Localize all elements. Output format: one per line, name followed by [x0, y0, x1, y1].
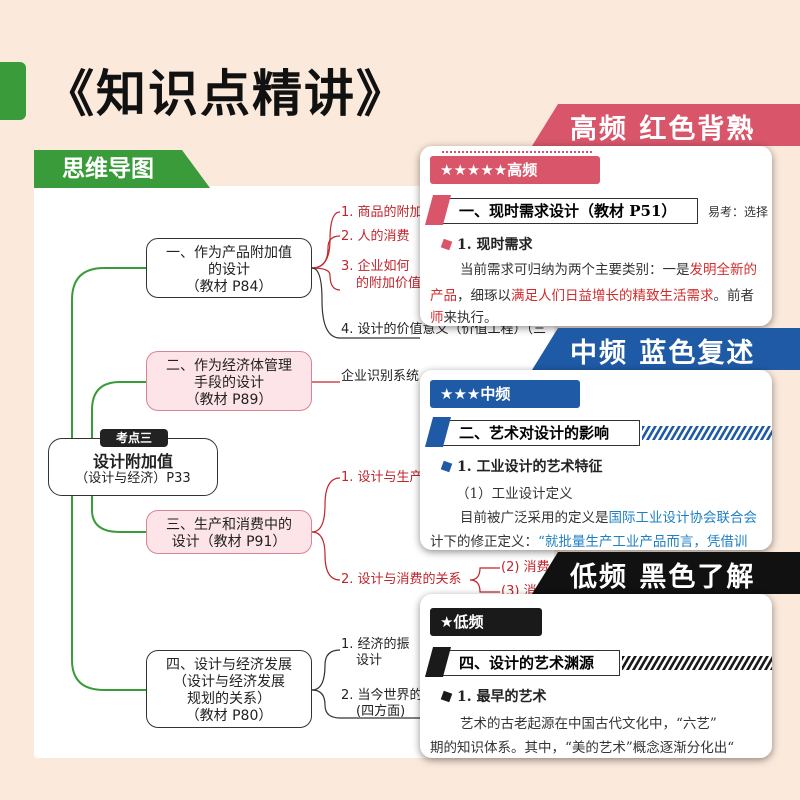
highlight: 满足人们日益增长的精致生活需求: [511, 288, 714, 304]
center-title: 设计附加值: [92, 452, 173, 471]
freq-tag-high: ★★★★★高频: [430, 156, 600, 184]
text: ，细琢以: [457, 288, 511, 304]
highlight: 师: [430, 310, 444, 326]
section-text: 四、设计的艺术渊源: [459, 654, 595, 672]
card-high: ★★★★★高频 一、现时需求设计（教材 P51） 易考：选择 1. 现时需求 当…: [420, 146, 772, 326]
leaf: 2. 设计与消费的关系: [341, 572, 462, 587]
leaf: 1. 设计与生产: [341, 470, 423, 485]
card-low: ★低频 四、设计的艺术渊源 1. 最早的艺术 艺术的古老起源在中国古代文化中，“…: [420, 594, 772, 758]
branch-2-line: 二、作为经济体管理: [166, 358, 292, 374]
section-heading-medium: 二、艺术对设计的影响: [424, 417, 640, 447]
ribbon-high-label: 高频 红色背熟: [570, 114, 756, 145]
section-marker: [424, 647, 452, 677]
subheading-medium: 1. 工业设计的艺术特征: [440, 456, 603, 476]
text: 来执行。: [443, 310, 498, 326]
subheading-text: 1. 现时需求: [457, 237, 533, 253]
para-line: 师来执行。: [430, 306, 498, 326]
subheading-low: 1. 最早的艺术: [440, 686, 547, 706]
exam-hint: 易考：选择: [708, 205, 769, 219]
leaf: 的附加价值: [356, 276, 422, 291]
para-line: （1）工业设计定义: [456, 486, 573, 502]
branch-1-line: （教材 P84）: [185, 279, 273, 295]
highlight: 发明全新的: [689, 262, 758, 278]
para-line: 目前被广泛采用的定义是国际工业设计协会联合会: [460, 506, 757, 526]
text: 当前需求可归纳为两个主要类别：一是: [460, 262, 690, 278]
ribbon-low-label: 低频 黑色了解: [570, 562, 756, 593]
mindmap-connectors: [71, 211, 500, 719]
page-title: 《知识点精讲》: [44, 65, 408, 123]
ribbon-medium-shape: [532, 328, 800, 370]
para-line: 当前需求可归纳为两个主要类别：一是发明全新的: [460, 258, 757, 278]
highlight: 产品: [430, 288, 457, 304]
highlight: 国际工业设计协会联合会: [608, 510, 758, 526]
bullet-icon: [440, 460, 453, 473]
hatch-stripe: [622, 656, 772, 670]
section-marker: [424, 195, 452, 225]
branch-3-line: 三、生产和消费中的: [166, 517, 292, 533]
leaf: 2. 当今世界的: [341, 688, 423, 703]
branch-4-line: （设计与经济发展: [173, 674, 285, 690]
subheading-text: 1. 最早的艺术: [457, 689, 547, 705]
freq-tag-medium: ★★★中频: [430, 380, 580, 408]
para-line: 计下的修正定义：“就批量生产工业产品而言，凭借训: [430, 530, 747, 550]
leaf: 2. 人的消费: [341, 229, 410, 244]
ribbon-low-shape: [532, 552, 800, 594]
center-node: 设计附加值 （设计与经济）P33: [48, 438, 218, 496]
branch-4-line: 四、设计与经济发展: [166, 657, 292, 673]
branch-2-line: （教材 P89）: [185, 392, 273, 408]
section-heading-low: 四、设计的艺术渊源: [424, 647, 620, 677]
leaf: (四方面): [356, 704, 406, 719]
highlight: “就批量生产工业产品而言，凭借训: [538, 534, 748, 550]
leaf: 3. 企业如何: [341, 259, 410, 274]
branch-node-3: 三、生产和消费中的 设计（教材 P91）: [146, 510, 312, 554]
subheading-high: 1. 现时需求: [440, 234, 533, 254]
para-line: 期的知识体系。其中，“美的艺术”概念逐渐分化出“: [430, 740, 735, 756]
branch-node-4: 四、设计与经济发展 （设计与经济发展 规划的关系） （教材 P80）: [146, 650, 312, 728]
text: 。前者: [713, 288, 755, 304]
card-medium: ★★★中频 二、艺术对设计的影响 1. 工业设计的艺术特征 （1）工业设计定义 …: [420, 370, 772, 550]
branch-1-line: 的设计: [208, 262, 250, 278]
tag-dots: [442, 151, 592, 156]
freq-tag-low: ★低频: [430, 608, 542, 636]
bullet-icon: [440, 238, 453, 251]
branch-node-1: 一、作为产品附加值 的设计 （教材 P84）: [146, 238, 312, 298]
center-badge: 考点三: [100, 429, 168, 447]
center-subtitle: （设计与经济）P33: [75, 471, 191, 486]
leaf: 1. 商品的附加: [341, 205, 423, 220]
leaf: 1. 经济的振: [341, 637, 410, 652]
para-line: 艺术的古老起源在中国古代文化中，“六艺”: [460, 716, 717, 732]
hatch-stripe: [642, 426, 772, 440]
branch-node-2: 二、作为经济体管理 手段的设计 （教材 P89）: [146, 351, 312, 411]
subheading-text: 1. 工业设计的艺术特征: [457, 459, 603, 475]
text: 目前被广泛采用的定义是: [460, 510, 609, 526]
ribbon-high-shape: [532, 104, 800, 146]
ribbon-medium-label: 中频 蓝色复述: [570, 338, 756, 369]
section-text: 一、现时需求设计（教材 P51）: [459, 202, 677, 220]
section-marker: [424, 417, 452, 447]
branch-1-line: 一、作为产品附加值: [166, 245, 292, 261]
branch-3-line: 设计（教材 P91）: [171, 534, 287, 550]
leaf: (2) 消费: [501, 560, 550, 575]
leaf: 企业识别系统: [341, 369, 420, 384]
bullet-icon: [440, 690, 453, 703]
section-heading-high: 一、现时需求设计（教材 P51）: [424, 195, 698, 225]
branch-2-line: 手段的设计: [194, 375, 264, 391]
branch-4-line: （教材 P80）: [185, 708, 273, 724]
text: 计下的修正定义：: [430, 534, 538, 550]
leaf: 设计: [356, 653, 383, 668]
branch-4-line: 规划的关系）: [187, 691, 271, 707]
title-accent-bar: [0, 62, 26, 120]
mindmap-tab-label: 思维导图: [62, 156, 154, 182]
mindmap-tab-shape: [34, 150, 210, 188]
section-text: 二、艺术对设计的影响: [459, 424, 610, 442]
para-line: 产品，细琢以满足人们日益增长的精致生活需求。前者: [430, 284, 754, 304]
